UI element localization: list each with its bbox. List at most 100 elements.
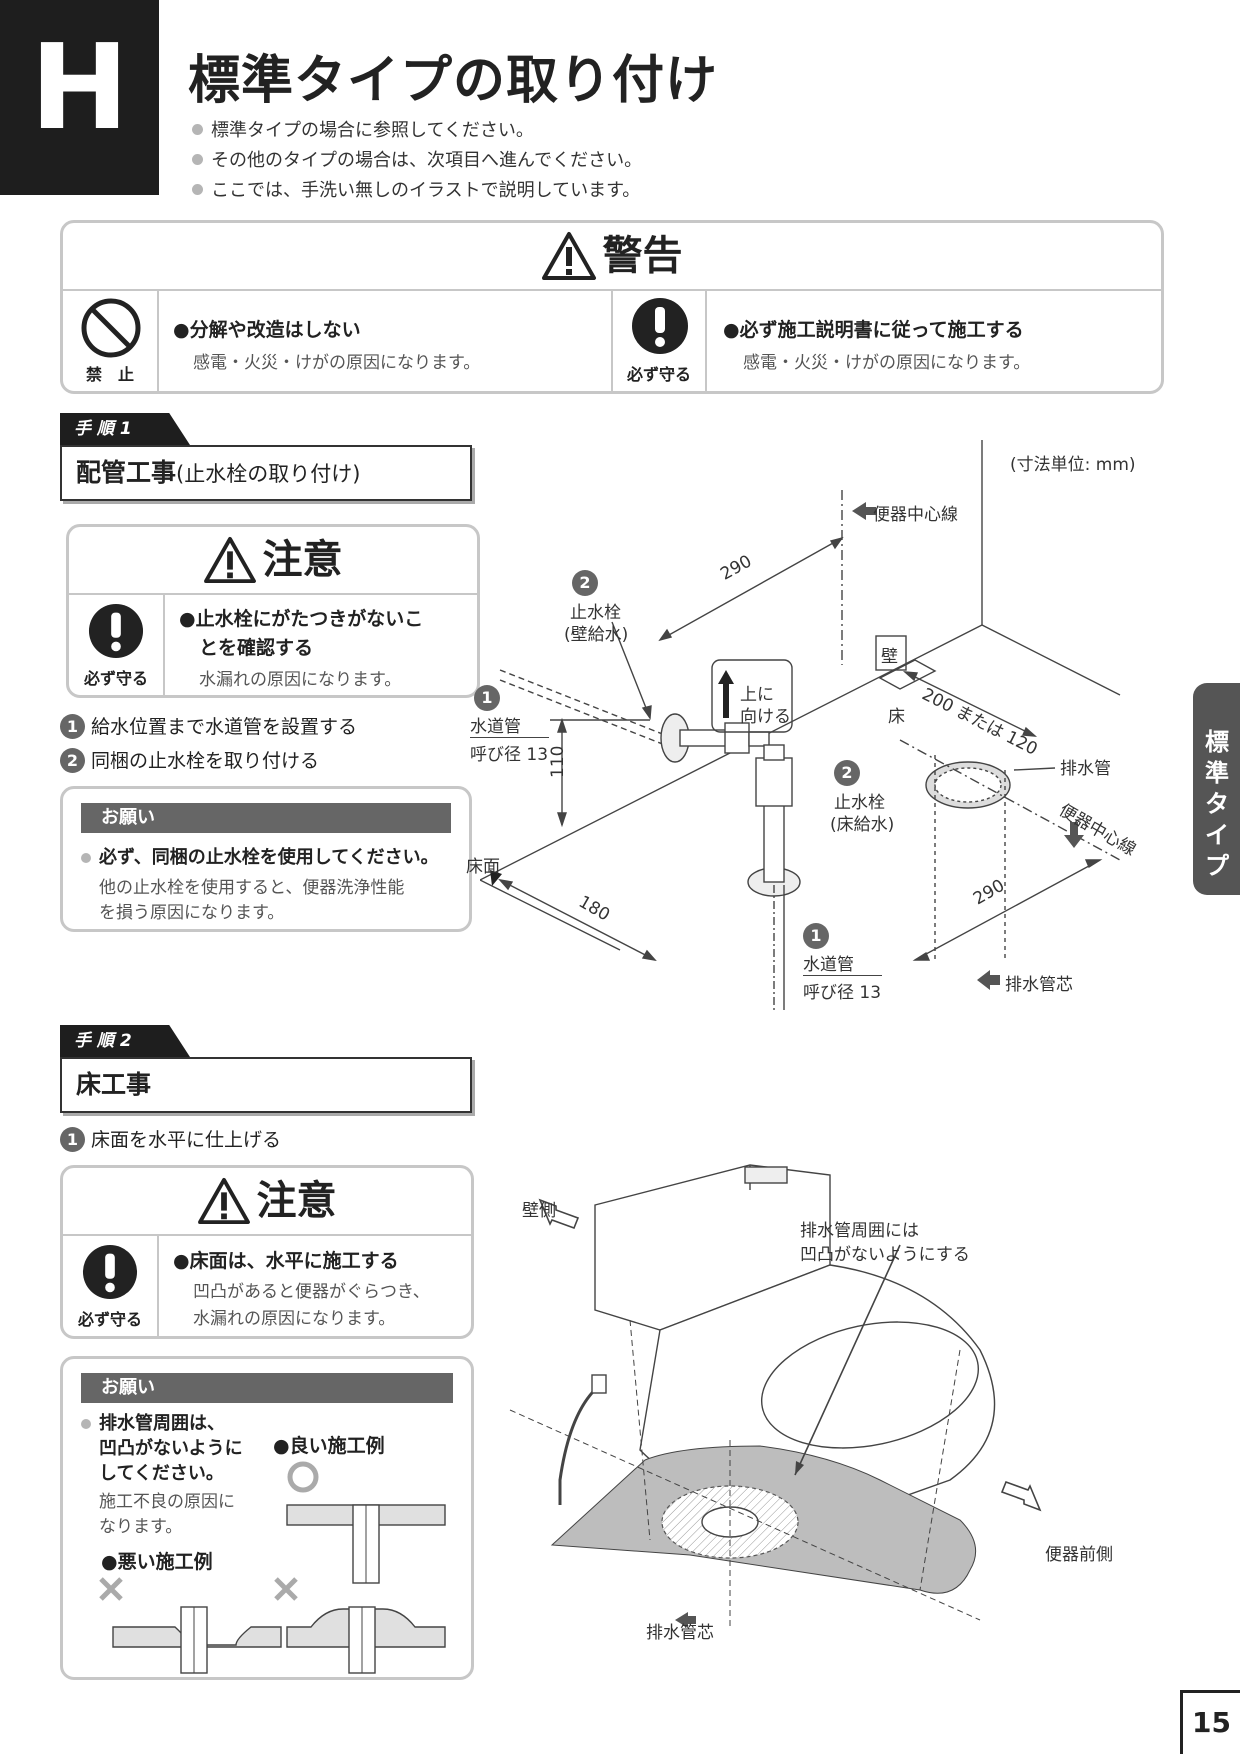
- step2-item-1-num: 1: [60, 1127, 85, 1152]
- header-note-1: 標準タイプの場合に参照してください。: [192, 116, 534, 142]
- step2-heading: 床工事: [60, 1057, 472, 1113]
- bad-example-label: ●悪い施工例: [101, 1551, 213, 1573]
- pipe-num-1: 1: [474, 685, 500, 711]
- warning-left-main: ●分解や改造はしない: [173, 319, 361, 341]
- warning-left-sub: 感電・火災・けがの原因になります。: [193, 353, 481, 373]
- step2-caution-box: 注意 必ず守る ●床面は、水平に施工する 凹凸があると便器がぐらつき、 水漏れの…: [60, 1165, 474, 1339]
- up-label-2: 向ける: [740, 707, 791, 727]
- step2-onegai-main-3: してください。: [99, 1463, 224, 1484]
- step1-caution-main-1: ●止水栓にがたつきがないこ: [179, 608, 424, 630]
- step1-onegai-sub-1: 他の止水栓を使用すると、便器洗浄性能: [99, 878, 405, 898]
- step2-onegai-text: 排水管周囲は、 凹凸がないように してください。 施工不良の原因に なります。: [81, 1411, 281, 1540]
- wall-side-label: 壁側: [522, 1201, 556, 1221]
- step2-caution-message: ●床面は、水平に施工する 凹凸があると便器がぐらつき、 水漏れの原因になります。: [173, 1246, 473, 1329]
- wall-label: 壁: [881, 647, 898, 667]
- drain-note-line-2: 凹凸がないようにする: [800, 1245, 970, 1265]
- must-label: 必ず守る: [626, 365, 691, 384]
- step1-caution-box: 注意 必ず守る ●止水栓にがたつきがないこ とを確認する 水漏れの原因になります…: [66, 524, 480, 698]
- step2-caution-title: 注意: [256, 1178, 337, 1224]
- header-note-2: その他のタイプの場合は、次項目へ進んでください。: [192, 146, 642, 172]
- step1-item-1-text: 給水位置まで水道管を設置する: [91, 716, 358, 738]
- step1-item-2: 2 同梱の止水栓を取り付ける: [60, 746, 319, 773]
- step1-heading: 配管工事(止水栓の取り付け): [60, 445, 472, 501]
- step1-tab: 手 順 1: [60, 413, 190, 445]
- step2-caution-sub-1: 凹凸があると便器がぐらつき、: [193, 1282, 430, 1302]
- water-pipe-label: 水道管: [470, 712, 549, 738]
- step2-caution-sub-2: 水漏れの原因になります。: [193, 1309, 396, 1329]
- step1-onegai-box: お願い 必ず、同梱の止水栓を使用してください。 他の止水栓を使用すると、便器洗浄…: [60, 786, 472, 932]
- valve-floor-label-2: (床給水): [830, 815, 895, 835]
- warning-right-main: ●必ず施工説明書に従って施工する: [723, 319, 1024, 341]
- drain-core-label: 排水管芯: [1005, 975, 1073, 995]
- exclamation-icon: [82, 1244, 138, 1300]
- step1-caution-message: ●止水栓にがたつきがないこ とを確認する 水漏れの原因になります。: [179, 605, 469, 690]
- step1-title-sub: (止水栓の取り付け): [176, 462, 361, 486]
- prohibit-label: 禁 止: [85, 365, 134, 384]
- good-example-label: ●良い施工例: [273, 1435, 385, 1457]
- prohibit-cell: 禁 止: [63, 291, 159, 391]
- front-side-label: 便器前側: [1045, 1545, 1113, 1565]
- exclamation-icon: [88, 603, 144, 659]
- step1-item-2-text: 同梱の止水栓を取り付ける: [91, 750, 320, 772]
- warning-right-message: ●必ず施工説明書に従って施工する 感電・火災・けがの原因になります。: [723, 315, 1030, 373]
- valve-floor-num: 2: [834, 760, 860, 786]
- step1-must-label: 必ず守る: [83, 669, 148, 688]
- caution-triangle-icon: [198, 1177, 251, 1225]
- warning-right-sub: 感電・火災・けがの原因になります。: [743, 353, 1031, 373]
- warning-titlebar: 警告: [63, 223, 1161, 291]
- prohibit-icon: [81, 298, 141, 358]
- step1-onegai-main: 必ず、同梱の止水栓を使用してください。: [99, 847, 439, 868]
- page-title: 標準タイプの取り付け: [188, 51, 719, 111]
- warning-left-message: ●分解や改造はしない 感電・火災・けがの原因になります。: [173, 315, 480, 373]
- valve-wall-label-1: 止水栓: [570, 603, 621, 623]
- drain-core-label-2: 排水管芯: [646, 1623, 714, 1643]
- toilet-floor-drawing: [509, 1164, 1042, 1630]
- step1-caution-title: 注意: [262, 537, 343, 583]
- page-number: 15: [1180, 1690, 1240, 1754]
- step1-item-1: 1 給水位置まで水道管を設置する: [60, 712, 357, 739]
- step2-must-label: 必ず守る: [77, 1310, 142, 1329]
- bad-cross-icon: [99, 1577, 123, 1601]
- unit-label: (寸法単位: mm): [1010, 455, 1136, 475]
- warning-title: 警告: [602, 233, 683, 279]
- valve-wall-label-2: (壁給水): [564, 625, 629, 645]
- drain-pipe-label: 排水管: [1060, 759, 1111, 779]
- valve-floor-label-1: 止水栓: [834, 793, 885, 813]
- warning-triangle-icon: [542, 232, 597, 280]
- piping-diagram-drawing: [480, 440, 1121, 1010]
- step2-item-1: 1 床面を水平に仕上げる: [60, 1125, 281, 1152]
- center-line-label: 便器中心線: [873, 505, 958, 525]
- step2-must-cell: 必ず守る: [63, 1236, 159, 1336]
- step1-item-1-num: 1: [60, 714, 85, 739]
- step1-onegai-sub-2: を損う原因になります。: [99, 903, 285, 923]
- warning-box: 警告 禁 止 ●分解や改造はしない 感電・火災・けがの原因になります。 必ず守る…: [60, 220, 1164, 394]
- side-tab-label: 標準タイプ: [1205, 728, 1229, 880]
- valve-wall-num: 2: [572, 570, 598, 596]
- section-letter: H: [30, 18, 129, 156]
- water-pipe-label-2: 水道管: [803, 950, 882, 976]
- floor-surface-label: 床面: [466, 857, 500, 877]
- step2-onegai-sub-2: なります。: [99, 1517, 183, 1537]
- construction-examples-drawing: [99, 1461, 446, 1674]
- step1-must-cell: 必ず守る: [69, 595, 165, 695]
- diameter-label-2: 呼び径 13: [803, 983, 882, 1003]
- floor-box-label: 床: [888, 707, 905, 727]
- step1-title-main: 配管工事: [76, 458, 177, 487]
- header-note-3: ここでは、手洗い無しのイラストで説明しています。: [192, 176, 640, 202]
- step2-item-1-text: 床面を水平に仕上げる: [91, 1129, 282, 1151]
- step1-onegai-text: 必ず、同梱の止水栓を使用してください。 他の止水栓を使用すると、便器洗浄性能 を…: [81, 843, 461, 923]
- step2-onegai-title: お願い: [81, 1373, 453, 1403]
- side-tab: 標準タイプ: [1193, 683, 1240, 895]
- step1-item-2-num: 2: [60, 748, 85, 773]
- step2-onegai-main-1: 排水管周囲は、: [99, 1413, 225, 1434]
- good-circle-icon: [287, 1461, 319, 1493]
- step2-tab: 手 順 2: [60, 1025, 190, 1057]
- step1-caution-sub: 水漏れの原因になります。: [199, 670, 402, 690]
- step1-caution-main-2: とを確認する: [199, 637, 314, 659]
- diameter-label: 呼び径 13: [470, 745, 549, 765]
- exclamation-icon: [632, 298, 688, 354]
- drain-note-line-1: 排水管周囲には: [800, 1221, 919, 1241]
- up-label-1: 上に: [740, 685, 774, 705]
- dim-110: 110: [548, 745, 568, 778]
- pipe-num-2: 1: [803, 923, 829, 949]
